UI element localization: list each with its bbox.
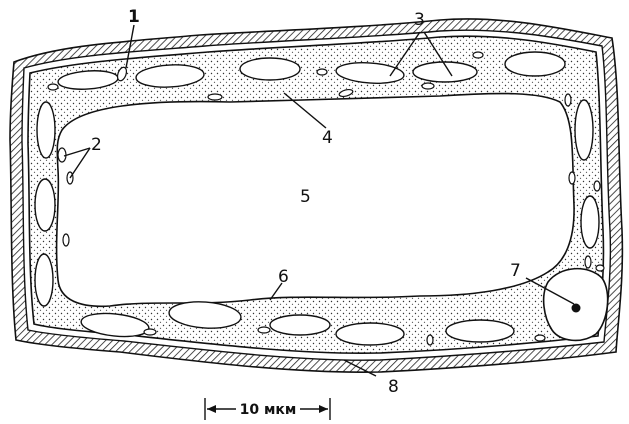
nucleolus (572, 304, 581, 313)
label-1: 1 (128, 7, 140, 27)
plastid (575, 100, 593, 160)
label-8: 8 (388, 377, 399, 397)
plastid (505, 52, 565, 76)
label-6: 6 (278, 267, 289, 287)
mitochondrion (258, 327, 270, 333)
mitochondrion (569, 172, 575, 184)
mitochondrion (144, 329, 156, 335)
plastid (37, 102, 55, 158)
mitochondrion (473, 52, 483, 58)
plastid (270, 315, 330, 335)
mitochondrion (594, 181, 600, 191)
mitochondrion (585, 256, 591, 268)
mitochondrion (208, 94, 222, 100)
label-4: 4 (322, 128, 333, 148)
label-7: 7 (510, 261, 521, 281)
plastid (35, 254, 53, 306)
plastid (446, 320, 514, 342)
central-vacuole (57, 94, 574, 307)
plastid (581, 196, 599, 248)
mitochondrion (422, 83, 434, 89)
label-3: 3 (414, 10, 425, 30)
mitochondrion (63, 234, 69, 246)
label-2: 2 (91, 135, 102, 155)
mitochondrion (317, 69, 327, 75)
mitochondrion (596, 265, 604, 271)
mitochondrion (565, 94, 571, 106)
mitochondrion (427, 335, 433, 345)
mitochondrion (48, 84, 58, 90)
mitochondrion (58, 148, 66, 162)
scale-bar: 10 мкм (205, 398, 330, 420)
label-5: 5 (300, 187, 311, 207)
plastid (35, 179, 55, 231)
scale-bar-label: 10 мкм (240, 402, 297, 418)
plastid (240, 58, 300, 80)
mitochondrion (535, 335, 545, 341)
plastid (336, 323, 404, 345)
